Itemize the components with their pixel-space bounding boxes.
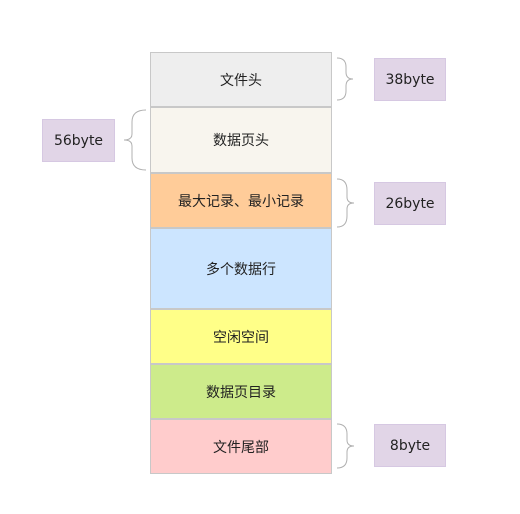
block-free-space: 空闲空间 xyxy=(150,309,332,364)
block-page-header-label: 数据页头 xyxy=(213,133,269,149)
size-tag-file-header: 38byte xyxy=(374,58,446,101)
block-file-header: 文件头 xyxy=(150,52,332,107)
block-page-directory: 数据页目录 xyxy=(150,364,332,419)
block-free-space-label: 空闲空间 xyxy=(213,329,269,346)
brace-file-header xyxy=(336,57,354,101)
size-tag-page-header: 56byte xyxy=(42,119,115,162)
block-user-records-label: 多个数据行 xyxy=(206,261,276,278)
size-tag-file-trailer: 8byte xyxy=(374,424,446,467)
block-user-records: 多个数据行 xyxy=(150,228,332,309)
block-file-trailer-label: 文件尾部 xyxy=(213,439,269,456)
brace-page-header xyxy=(123,109,147,171)
block-infimum-supremum-label: 最大记录、最小记录 xyxy=(178,193,304,210)
brace-infimum-supremum xyxy=(336,178,355,228)
block-page-directory-label: 数据页目录 xyxy=(206,384,276,401)
block-file-trailer: 文件尾部 xyxy=(150,419,332,474)
block-file-header-label: 文件头 xyxy=(220,72,262,89)
brace-file-trailer xyxy=(336,423,355,469)
size-tag-infimum-supremum: 26byte xyxy=(374,182,446,225)
block-infimum-supremum: 最大记录、最小记录 xyxy=(150,173,332,228)
block-page-header: 数据页头 xyxy=(150,107,332,173)
